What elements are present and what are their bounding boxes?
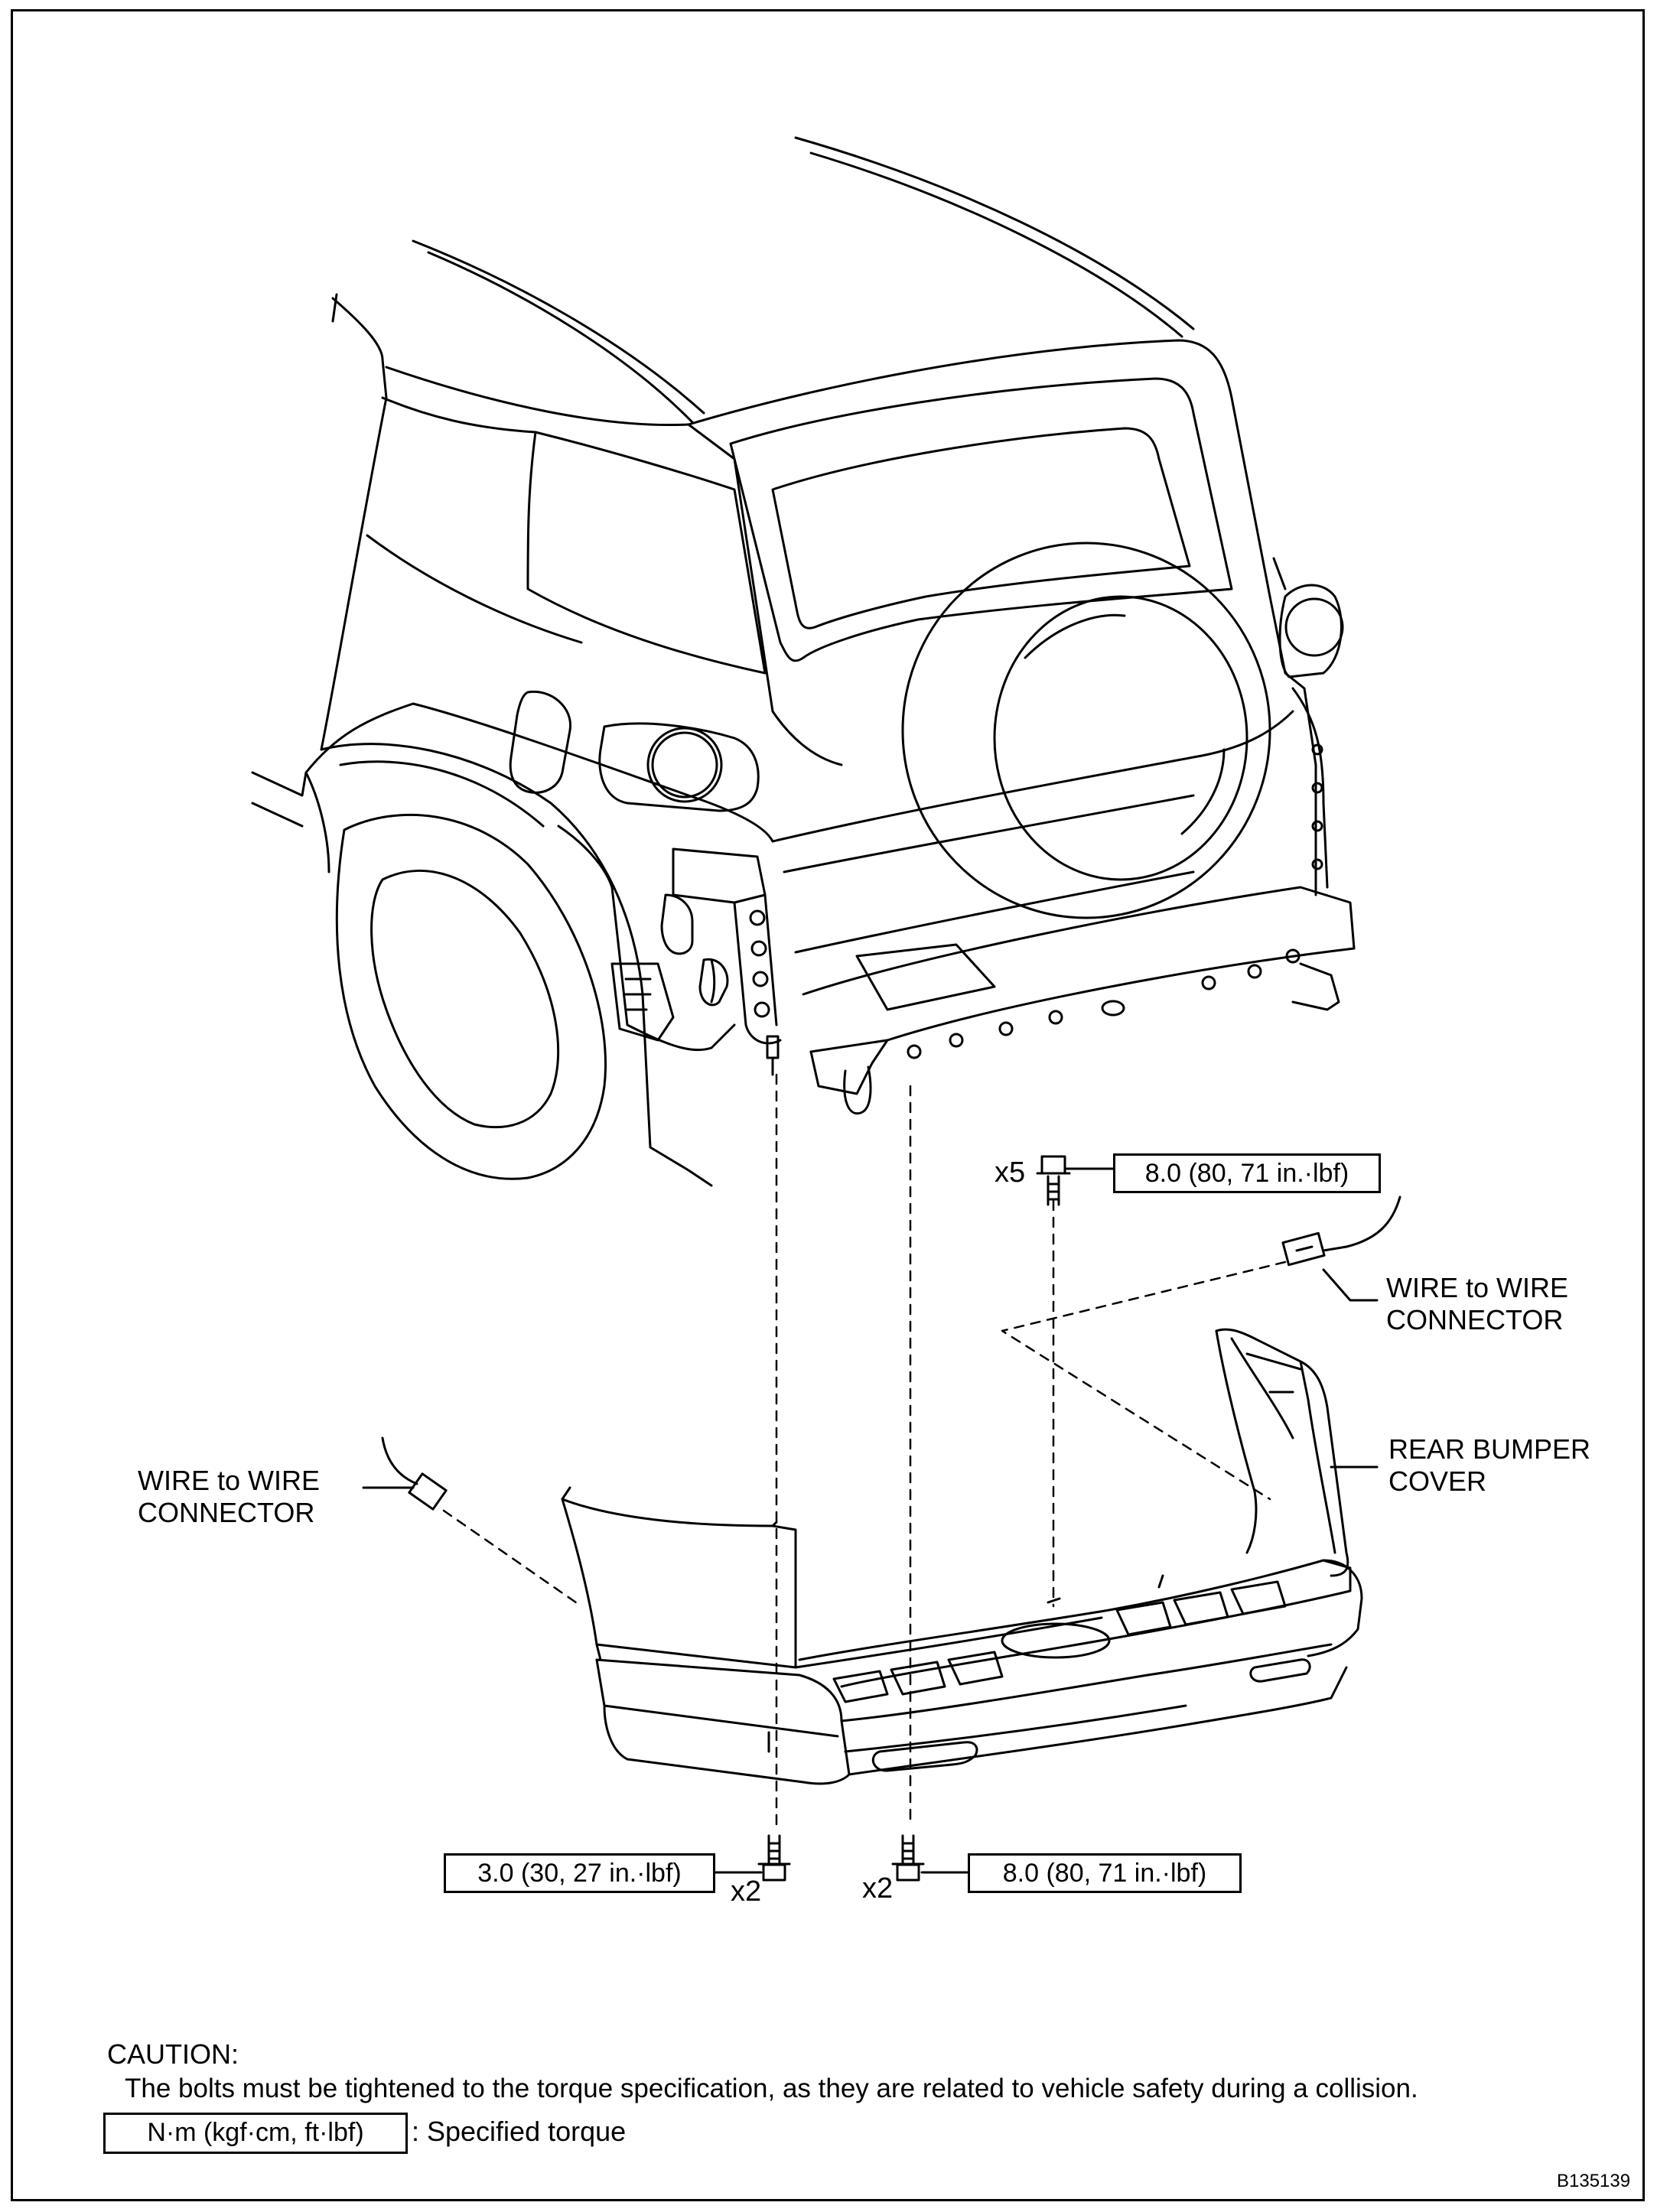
wire-connector-right-line1: WIRE to WIRE bbox=[1386, 1272, 1569, 1303]
bolt-icon-bottom-right bbox=[891, 1834, 969, 1882]
vehicle-rear-outline bbox=[251, 136, 1356, 1187]
rear-bumper-cover-line2: COVER bbox=[1388, 1465, 1487, 1497]
caution-heading: CAUTION: bbox=[107, 2038, 239, 2070]
wire-connector-left-label: WIRE to WIRE CONNECTOR bbox=[138, 1465, 320, 1529]
bottom-left-bolt-torque-box: 3.0 (30, 27 in.·lbf) bbox=[444, 1853, 715, 1893]
bottom-right-bolt-quantity: x2 bbox=[862, 1872, 894, 1905]
top-bolt-quantity: x5 bbox=[995, 1156, 1026, 1189]
wire-connector-left-line1: WIRE to WIRE bbox=[138, 1465, 321, 1496]
bottom-left-bolt-quantity: x2 bbox=[731, 1875, 762, 1908]
dashed-leader-lines bbox=[442, 1073, 1287, 1826]
wire-connector-right-line2: CONNECTOR bbox=[1386, 1304, 1564, 1335]
rear-bumper-cover-line1: REAR BUMPER bbox=[1388, 1433, 1591, 1465]
rear-bumper-cover-label: REAR BUMPER COVER bbox=[1388, 1433, 1590, 1498]
wire-connector-left-graphic bbox=[362, 1436, 448, 1511]
wire-connector-left-line2: CONNECTOR bbox=[138, 1497, 315, 1528]
legend-torque-box: N·m (kgf·cm, ft·lbf) bbox=[103, 2113, 408, 2154]
bolt-icon-top bbox=[1036, 1155, 1115, 1206]
diagram-frame bbox=[11, 9, 1645, 2201]
top-bolt-torque-box: 8.0 (80, 71 in.·lbf) bbox=[1113, 1153, 1381, 1193]
bolt-icon-bottom-left bbox=[714, 1834, 791, 1882]
rear-bumper-cover-outline bbox=[561, 1328, 1363, 1785]
caution-text: The bolts must be tightened to the torqu… bbox=[125, 2074, 1418, 2103]
legend-description: : Specified torque bbox=[412, 2116, 627, 2147]
figure-id: B135139 bbox=[1557, 2171, 1631, 2191]
bottom-right-bolt-torque-box: 8.0 (80, 71 in.·lbf) bbox=[968, 1853, 1242, 1893]
wire-connector-right-label: WIRE to WIRE CONNECTOR bbox=[1386, 1272, 1568, 1336]
wire-connector-right-graphic bbox=[1281, 1195, 1401, 1302]
